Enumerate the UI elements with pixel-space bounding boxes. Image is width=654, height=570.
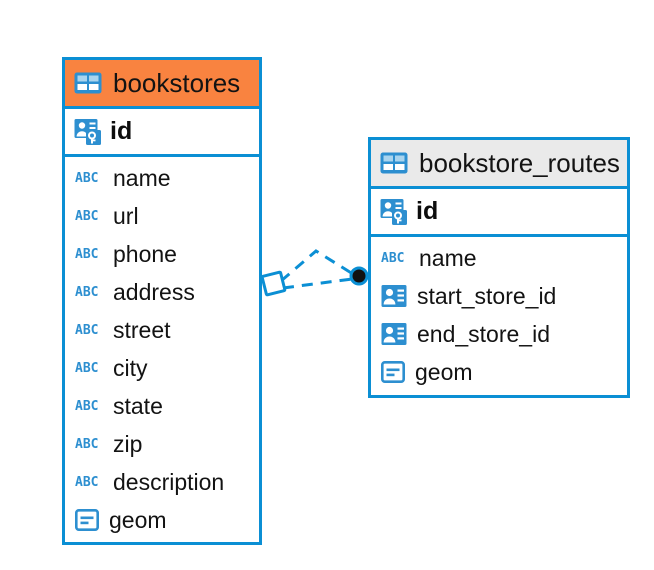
field-label: city (113, 354, 148, 381)
field-row[interactable]: ABC url (65, 197, 259, 235)
field-row[interactable]: ABC city (65, 349, 259, 387)
abc-icon: ABC (75, 360, 99, 376)
field-row[interactable]: geom (371, 353, 627, 391)
entity-table-bookstores[interactable]: bookstores id (62, 57, 262, 545)
field-row[interactable]: ABC name (371, 239, 627, 277)
field-label: phone (113, 240, 177, 267)
primary-key-icon (74, 118, 102, 146)
primary-key-label: id (416, 197, 439, 225)
field-label: state (113, 392, 163, 419)
field-list-bookstores: ABC name ABC url ABC phone ABC address A… (65, 157, 259, 543)
field-row[interactable]: ABC street (65, 311, 259, 349)
relationship-line-upper (280, 249, 354, 283)
geometry-icon (75, 509, 99, 531)
entity-table-bookstore-routes[interactable]: bookstore_routes id (368, 137, 630, 398)
abc-icon: ABC (75, 398, 99, 414)
entity-header-bookstore-routes[interactable]: bookstore_routes (371, 140, 627, 189)
abc-icon: ABC (75, 322, 99, 338)
table-icon (74, 72, 102, 94)
foreign-key-icon (381, 322, 407, 346)
primary-key-icon (380, 198, 408, 226)
field-label: name (113, 164, 171, 191)
relationship-line-lower (282, 277, 353, 290)
field-list-bookstore-routes: ABC name start_store_id (371, 237, 627, 395)
field-row[interactable]: geom (65, 501, 259, 539)
field-label: end_store_id (417, 320, 550, 347)
field-row[interactable]: end_store_id (371, 315, 627, 353)
entity-title: bookstores (113, 68, 241, 98)
relationship-diamond-marker (260, 270, 287, 297)
primary-key-row[interactable]: id (65, 109, 259, 157)
primary-key-label: id (110, 117, 133, 145)
field-label: geom (109, 506, 167, 533)
relationship-circle-marker (349, 266, 369, 286)
field-label: address (113, 278, 195, 305)
field-label: url (113, 202, 139, 229)
abc-icon: ABC (381, 250, 405, 266)
abc-icon: ABC (75, 208, 99, 224)
abc-icon: ABC (75, 436, 99, 452)
field-row[interactable]: start_store_id (371, 277, 627, 315)
field-row[interactable]: ABC phone (65, 235, 259, 273)
field-row[interactable]: ABC zip (65, 425, 259, 463)
field-label: name (419, 244, 477, 271)
field-row[interactable]: ABC name (65, 159, 259, 197)
abc-icon: ABC (75, 170, 99, 186)
entity-header-bookstores[interactable]: bookstores (65, 60, 259, 109)
field-label: start_store_id (417, 282, 557, 309)
field-row[interactable]: ABC state (65, 387, 259, 425)
foreign-key-icon (381, 284, 407, 308)
field-label: description (113, 468, 225, 495)
entity-title: bookstore_routes (419, 148, 620, 178)
field-label: zip (113, 430, 143, 457)
abc-icon: ABC (75, 474, 99, 490)
geometry-icon (381, 361, 405, 383)
abc-icon: ABC (75, 246, 99, 262)
primary-key-row[interactable]: id (371, 189, 627, 237)
abc-icon: ABC (75, 284, 99, 300)
table-icon (380, 152, 408, 174)
field-row[interactable]: ABC description (65, 463, 259, 501)
field-label: geom (415, 358, 473, 385)
field-label: street (113, 316, 171, 343)
field-row[interactable]: ABC address (65, 273, 259, 311)
